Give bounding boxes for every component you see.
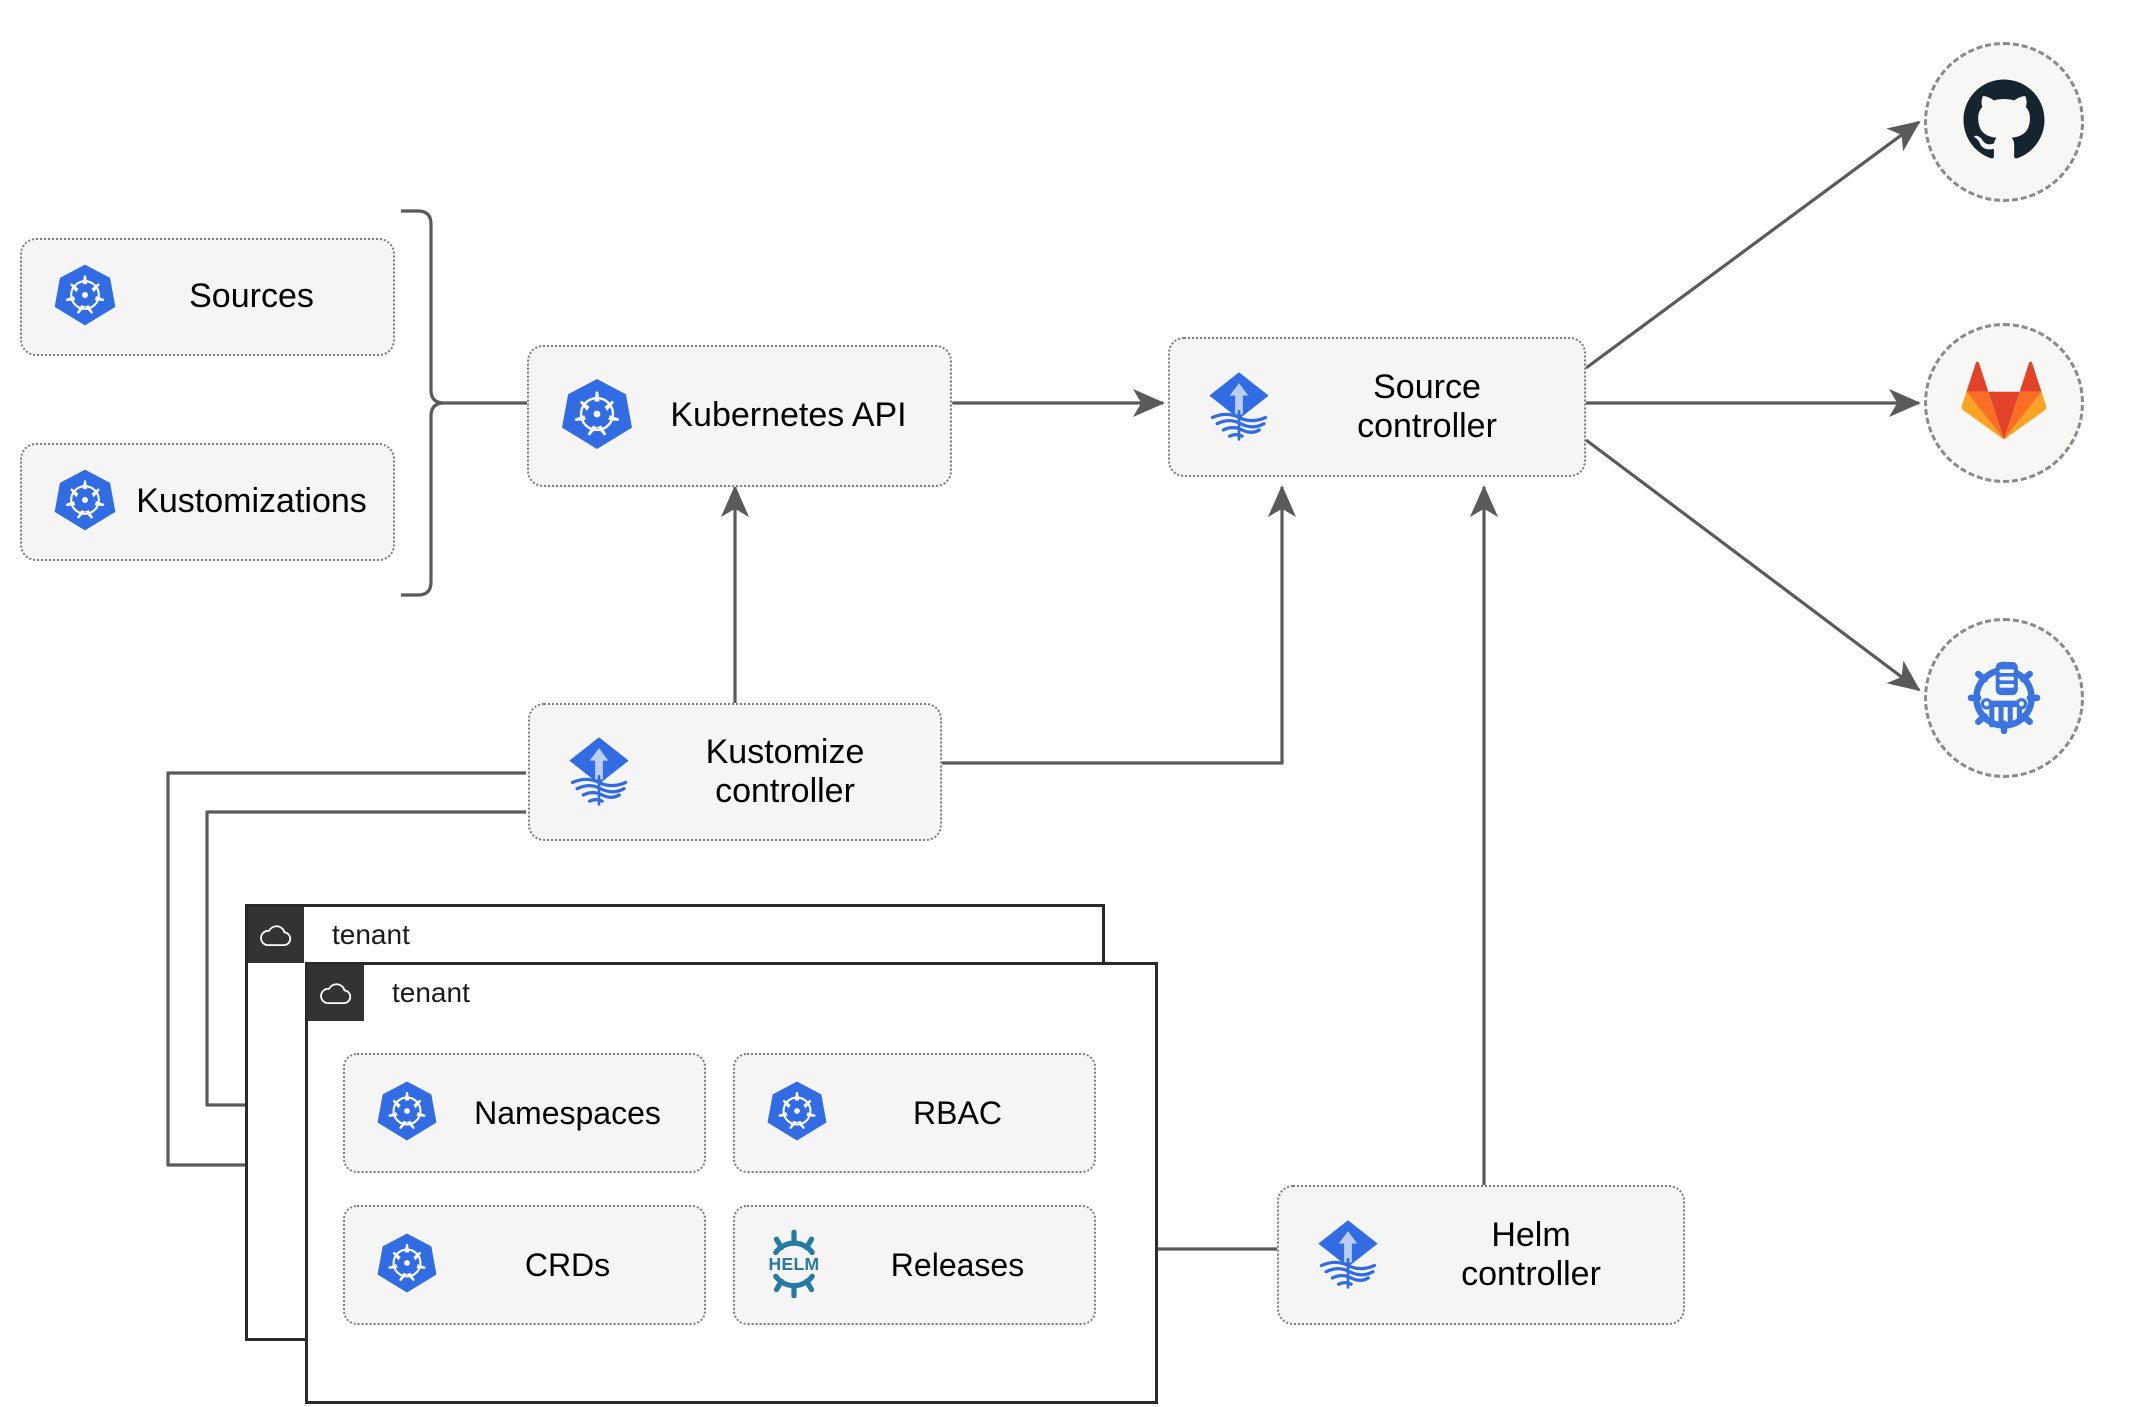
edge-source-github [1585,120,1921,370]
kubernetes-icon [765,1079,829,1148]
tenant-resource-label: CRDs [524,1246,611,1283]
tenant-resource-releases[interactable]: HELM Releases [733,1205,1096,1325]
component-label: Source controller [1357,367,1497,445]
svg-text:HELM: HELM [769,1254,820,1274]
component-label: Kubernetes API [670,396,907,435]
tenant-resource-rbac[interactable]: RBAC [733,1053,1096,1173]
resource-card-label: Kustomizations [136,482,367,521]
tenant-resource-label: Releases [890,1246,1025,1283]
kubernetes-icon [375,1079,439,1148]
component-kustomize-controller[interactable]: Kustomize controller [528,703,942,841]
resource-card-sources[interactable]: Sources [20,238,395,356]
flux-icon [1309,1214,1387,1297]
tenant-label: tenant [392,977,470,1008]
component-kubernetes-api[interactable]: Kubernetes API [527,345,952,487]
provider-helm-registry[interactable] [1924,618,2084,778]
tenant-resource-label: Namespaces [474,1094,661,1131]
tenant-label: tenant [332,919,410,950]
kubernetes-icon [52,262,118,333]
tenant-resource-label: RBAC [913,1094,1002,1131]
kubernetes-icon [52,467,118,538]
component-label: Helm controller [1461,1215,1601,1293]
cloud-icon [248,907,304,963]
tenant-container-front[interactable]: tenant [305,962,1158,1404]
provider-github[interactable] [1924,42,2084,202]
component-helm-controller[interactable]: Helm controller [1277,1185,1685,1325]
component-source-controller[interactable]: Source controller [1168,337,1586,477]
provider-gitlab[interactable] [1924,323,2084,483]
kubernetes-icon [559,376,635,457]
kubernetes-icon [375,1231,439,1300]
flux-icon [1200,366,1278,449]
resource-card-label: Sources [189,277,314,316]
tenant-resource-crds[interactable]: CRDs [343,1205,706,1325]
helm-icon: HELM [759,1228,829,1303]
gitlab-icon [1958,355,2050,452]
cloud-icon [308,965,364,1021]
resource-card-kustomizations[interactable]: Kustomizations [20,443,395,561]
github-icon [1958,74,2050,171]
edge-brace [401,209,446,597]
edge-kustomize-source [940,485,1297,765]
tenant-resource-namespaces[interactable]: Namespaces [343,1053,706,1173]
edge-source-helmreg [1585,438,1921,692]
component-label: Kustomize controller [705,732,865,810]
tenant-titlebar: tenant [308,965,470,1021]
flux-icon [560,731,638,814]
helm-registry-icon [1958,650,2050,747]
tenant-titlebar: tenant [248,907,410,963]
